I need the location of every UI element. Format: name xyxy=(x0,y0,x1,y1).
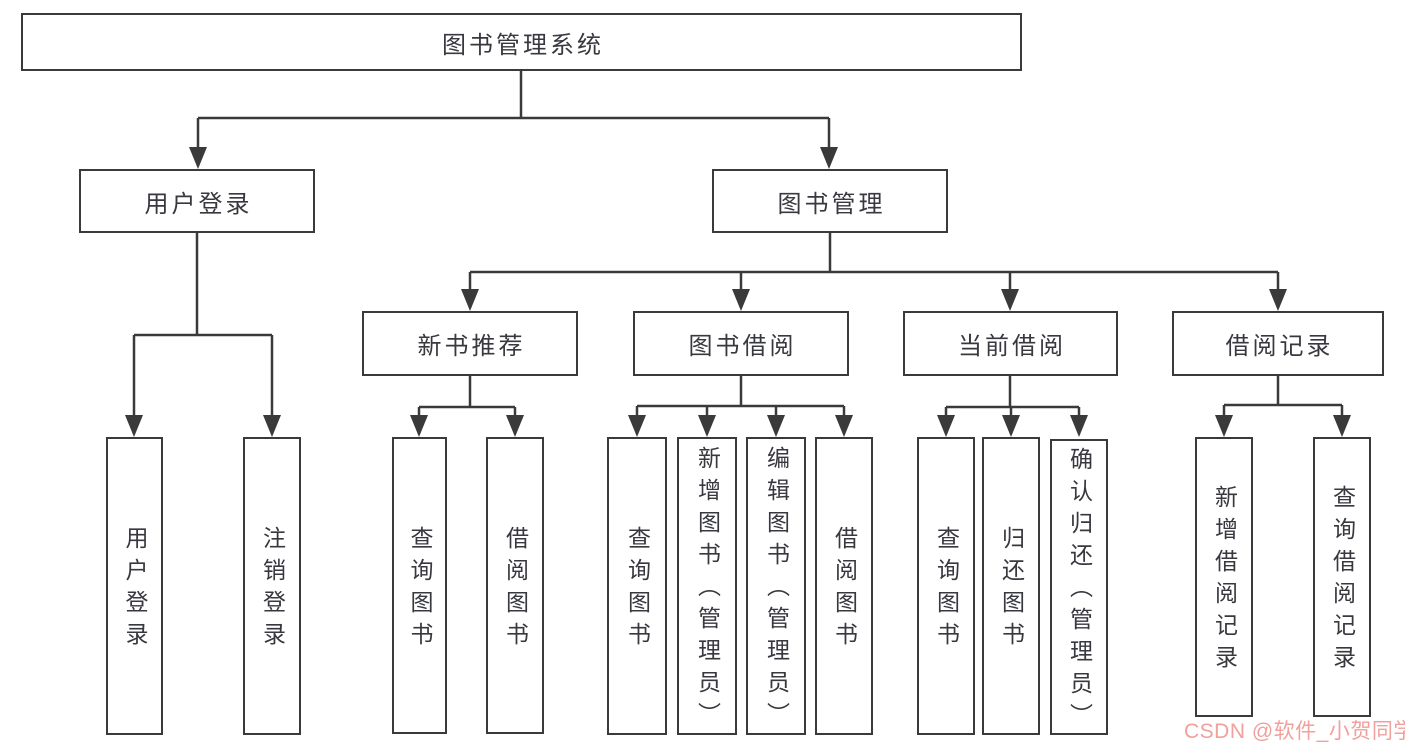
csdn-watermark: CSDN @软件_小贺同学 xyxy=(1184,720,1405,743)
leaf-cb-return-books-label: 归还图书 xyxy=(998,526,1025,654)
leaf-nbr-borrow-books-label: 借阅图书 xyxy=(502,525,529,654)
leaf-br-query-record-label: 查询借阅记录 xyxy=(1329,485,1356,677)
leaf-bb-query-books: 查询图书 xyxy=(607,437,667,735)
leaf-bb-edit-book-admin-label: 编辑图书（管理员） xyxy=(763,446,790,734)
node-book-borrowing: 图书借阅 xyxy=(633,311,849,376)
leaf-cb-confirm-return-admin-label: 确认归还（管理员） xyxy=(1066,447,1093,735)
arrowheads xyxy=(125,147,1351,437)
node-book-management: 图书管理 xyxy=(712,169,948,233)
leaf-bb-borrow-books: 借阅图书 xyxy=(815,437,873,735)
leaf-logout: 注销登录 xyxy=(243,437,301,735)
node-user-login-label: 用户登录 xyxy=(144,190,253,218)
leaf-nbr-borrow-books: 借阅图书 xyxy=(486,437,544,734)
leaf-logout-label: 注销登录 xyxy=(259,526,286,654)
leaf-cb-confirm-return-admin: 确认归还（管理员） xyxy=(1050,439,1108,735)
node-current-borrowing: 当前借阅 xyxy=(903,311,1118,376)
leaf-user-login: 用户登录 xyxy=(106,437,163,735)
node-borrowing-records-label: 借阅记录 xyxy=(1225,333,1334,360)
leaf-bb-add-book-admin: 新增图书（管理员） xyxy=(677,437,737,735)
leaf-br-add-record-label: 新增借阅记录 xyxy=(1211,485,1238,677)
node-new-book-recommend-label: 新书推荐 xyxy=(417,333,526,360)
node-book-management-label: 图书管理 xyxy=(777,190,886,218)
node-new-book-recommend: 新书推荐 xyxy=(362,311,578,376)
leaf-cb-query-books-label: 查询图书 xyxy=(933,526,960,654)
leaf-user-login-label: 用户登录 xyxy=(122,526,148,654)
node-current-borrowing-label: 当前借阅 xyxy=(958,333,1066,360)
leaf-cb-query-books: 查询图书 xyxy=(917,437,975,735)
leaf-bb-borrow-books-label: 借阅图书 xyxy=(831,526,858,654)
leaf-br-query-record: 查询借阅记录 xyxy=(1313,437,1371,717)
leaf-br-add-record: 新增借阅记录 xyxy=(1195,437,1253,717)
leaf-nbr-query-books: 查询图书 xyxy=(392,437,447,734)
leaf-bb-edit-book-admin: 编辑图书（管理员） xyxy=(746,437,806,735)
node-user-login: 用户登录 xyxy=(79,169,315,233)
leaf-nbr-query-books-label: 查询图书 xyxy=(407,525,433,654)
leaf-cb-return-books: 归还图书 xyxy=(982,437,1040,735)
leaf-bb-add-book-admin-label: 新增图书（管理员） xyxy=(694,446,721,734)
node-book-borrowing-label: 图书借阅 xyxy=(688,333,797,360)
node-borrowing-records: 借阅记录 xyxy=(1172,311,1384,376)
leaf-bb-query-books-label: 查询图书 xyxy=(624,526,651,654)
node-root: 图书管理系统 xyxy=(21,13,1022,71)
node-root-label: 图书管理系统 xyxy=(442,31,604,59)
